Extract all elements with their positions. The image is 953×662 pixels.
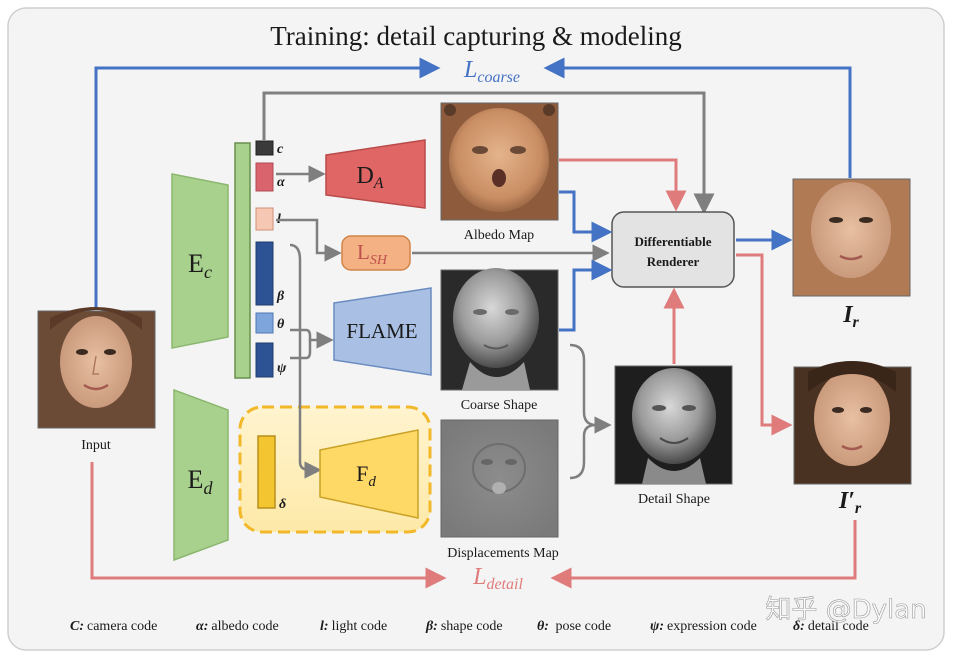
- code-box-detail: [257, 435, 276, 509]
- albedo-decoder-label: DA: [356, 163, 383, 192]
- code-box-expression: [255, 342, 274, 378]
- legend-item-camera: C:camera code: [70, 619, 157, 634]
- code-box-shape: [255, 241, 274, 306]
- albedo-decoder: [325, 139, 426, 209]
- code-symbol-detail: δ: [279, 497, 286, 512]
- encoder-detail-label: Ed: [188, 465, 214, 498]
- detail-decoder: [319, 429, 419, 519]
- legend-item-light: l:light code: [320, 619, 387, 634]
- legend-item-shape: β:shape code: [425, 619, 503, 634]
- code-box-pose: [255, 312, 274, 334]
- displacements-map-image: [440, 419, 559, 538]
- flame-model: [333, 287, 432, 376]
- output-coarse-label: Ir: [842, 302, 859, 331]
- loss-coarse-loop: Lcoarse: [94, 57, 852, 310]
- coarse-shape-image: [440, 268, 559, 391]
- detail-shape-image: [614, 365, 733, 485]
- output-detail-image: [793, 361, 912, 485]
- watermark: 知乎 @Dylan: [765, 595, 926, 625]
- loss-detail-loop: Ldetail: [90, 462, 857, 593]
- code-symbol-albedo: α: [277, 175, 285, 190]
- legend-item-albedo: α:albedo code: [196, 619, 279, 634]
- albedo-map-label: Albedo Map: [464, 228, 534, 243]
- coarse-shape-label: Coarse Shape: [461, 398, 538, 413]
- code-box-light: [255, 207, 274, 231]
- code-symbol-camera: c: [277, 142, 284, 157]
- code-symbol-pose: θ: [277, 317, 285, 332]
- albedo-map-image: [440, 102, 559, 221]
- diagram-title: Training: detail capturing & modeling: [270, 21, 681, 51]
- differentiable-renderer: [611, 211, 735, 288]
- flame-label: FLAME: [346, 319, 417, 343]
- loss-coarse-label: Lcoarse: [463, 57, 520, 86]
- latent-code-bar: [234, 142, 251, 379]
- connector-lines: [276, 165, 612, 480]
- code-symbol-shape: β: [276, 289, 285, 304]
- code-box-camera: [255, 140, 274, 156]
- input-label: Input: [81, 438, 111, 453]
- legend: C:camera code α:albedo code l:light code…: [70, 619, 869, 634]
- camera-code-arrow: [262, 91, 715, 215]
- legend-item-expression: ψ:expression code: [650, 619, 757, 634]
- renderer-label-line1: Differentiable: [634, 234, 711, 249]
- loss-detail-label: Ldetail: [472, 564, 523, 593]
- renderer-inputs: [559, 158, 687, 364]
- output-detail-label: I′r: [838, 488, 862, 517]
- renderer-outputs: [736, 229, 793, 436]
- light-decoder-label: LSH: [357, 240, 388, 268]
- output-coarse-image: [792, 178, 911, 297]
- code-box-albedo: [255, 162, 274, 192]
- renderer-label-line2: Renderer: [647, 254, 700, 269]
- displacements-map-label: Displacements Map: [447, 546, 559, 561]
- encoder-coarse-label: Ec: [188, 249, 212, 282]
- encoder-detail: [173, 388, 229, 562]
- legend-item-detail: δ:detail code: [793, 619, 869, 634]
- encoder-coarse: [171, 173, 229, 349]
- code-boxes: [255, 140, 274, 378]
- detail-decoder-label: Fd: [356, 461, 376, 490]
- input-photo: [37, 307, 156, 429]
- light-decoder: [341, 235, 411, 271]
- detail-shape-label: Detail Shape: [638, 492, 710, 507]
- code-symbol-expression: ψ: [277, 361, 287, 376]
- legend-item-pose: θ: pose code: [537, 619, 611, 634]
